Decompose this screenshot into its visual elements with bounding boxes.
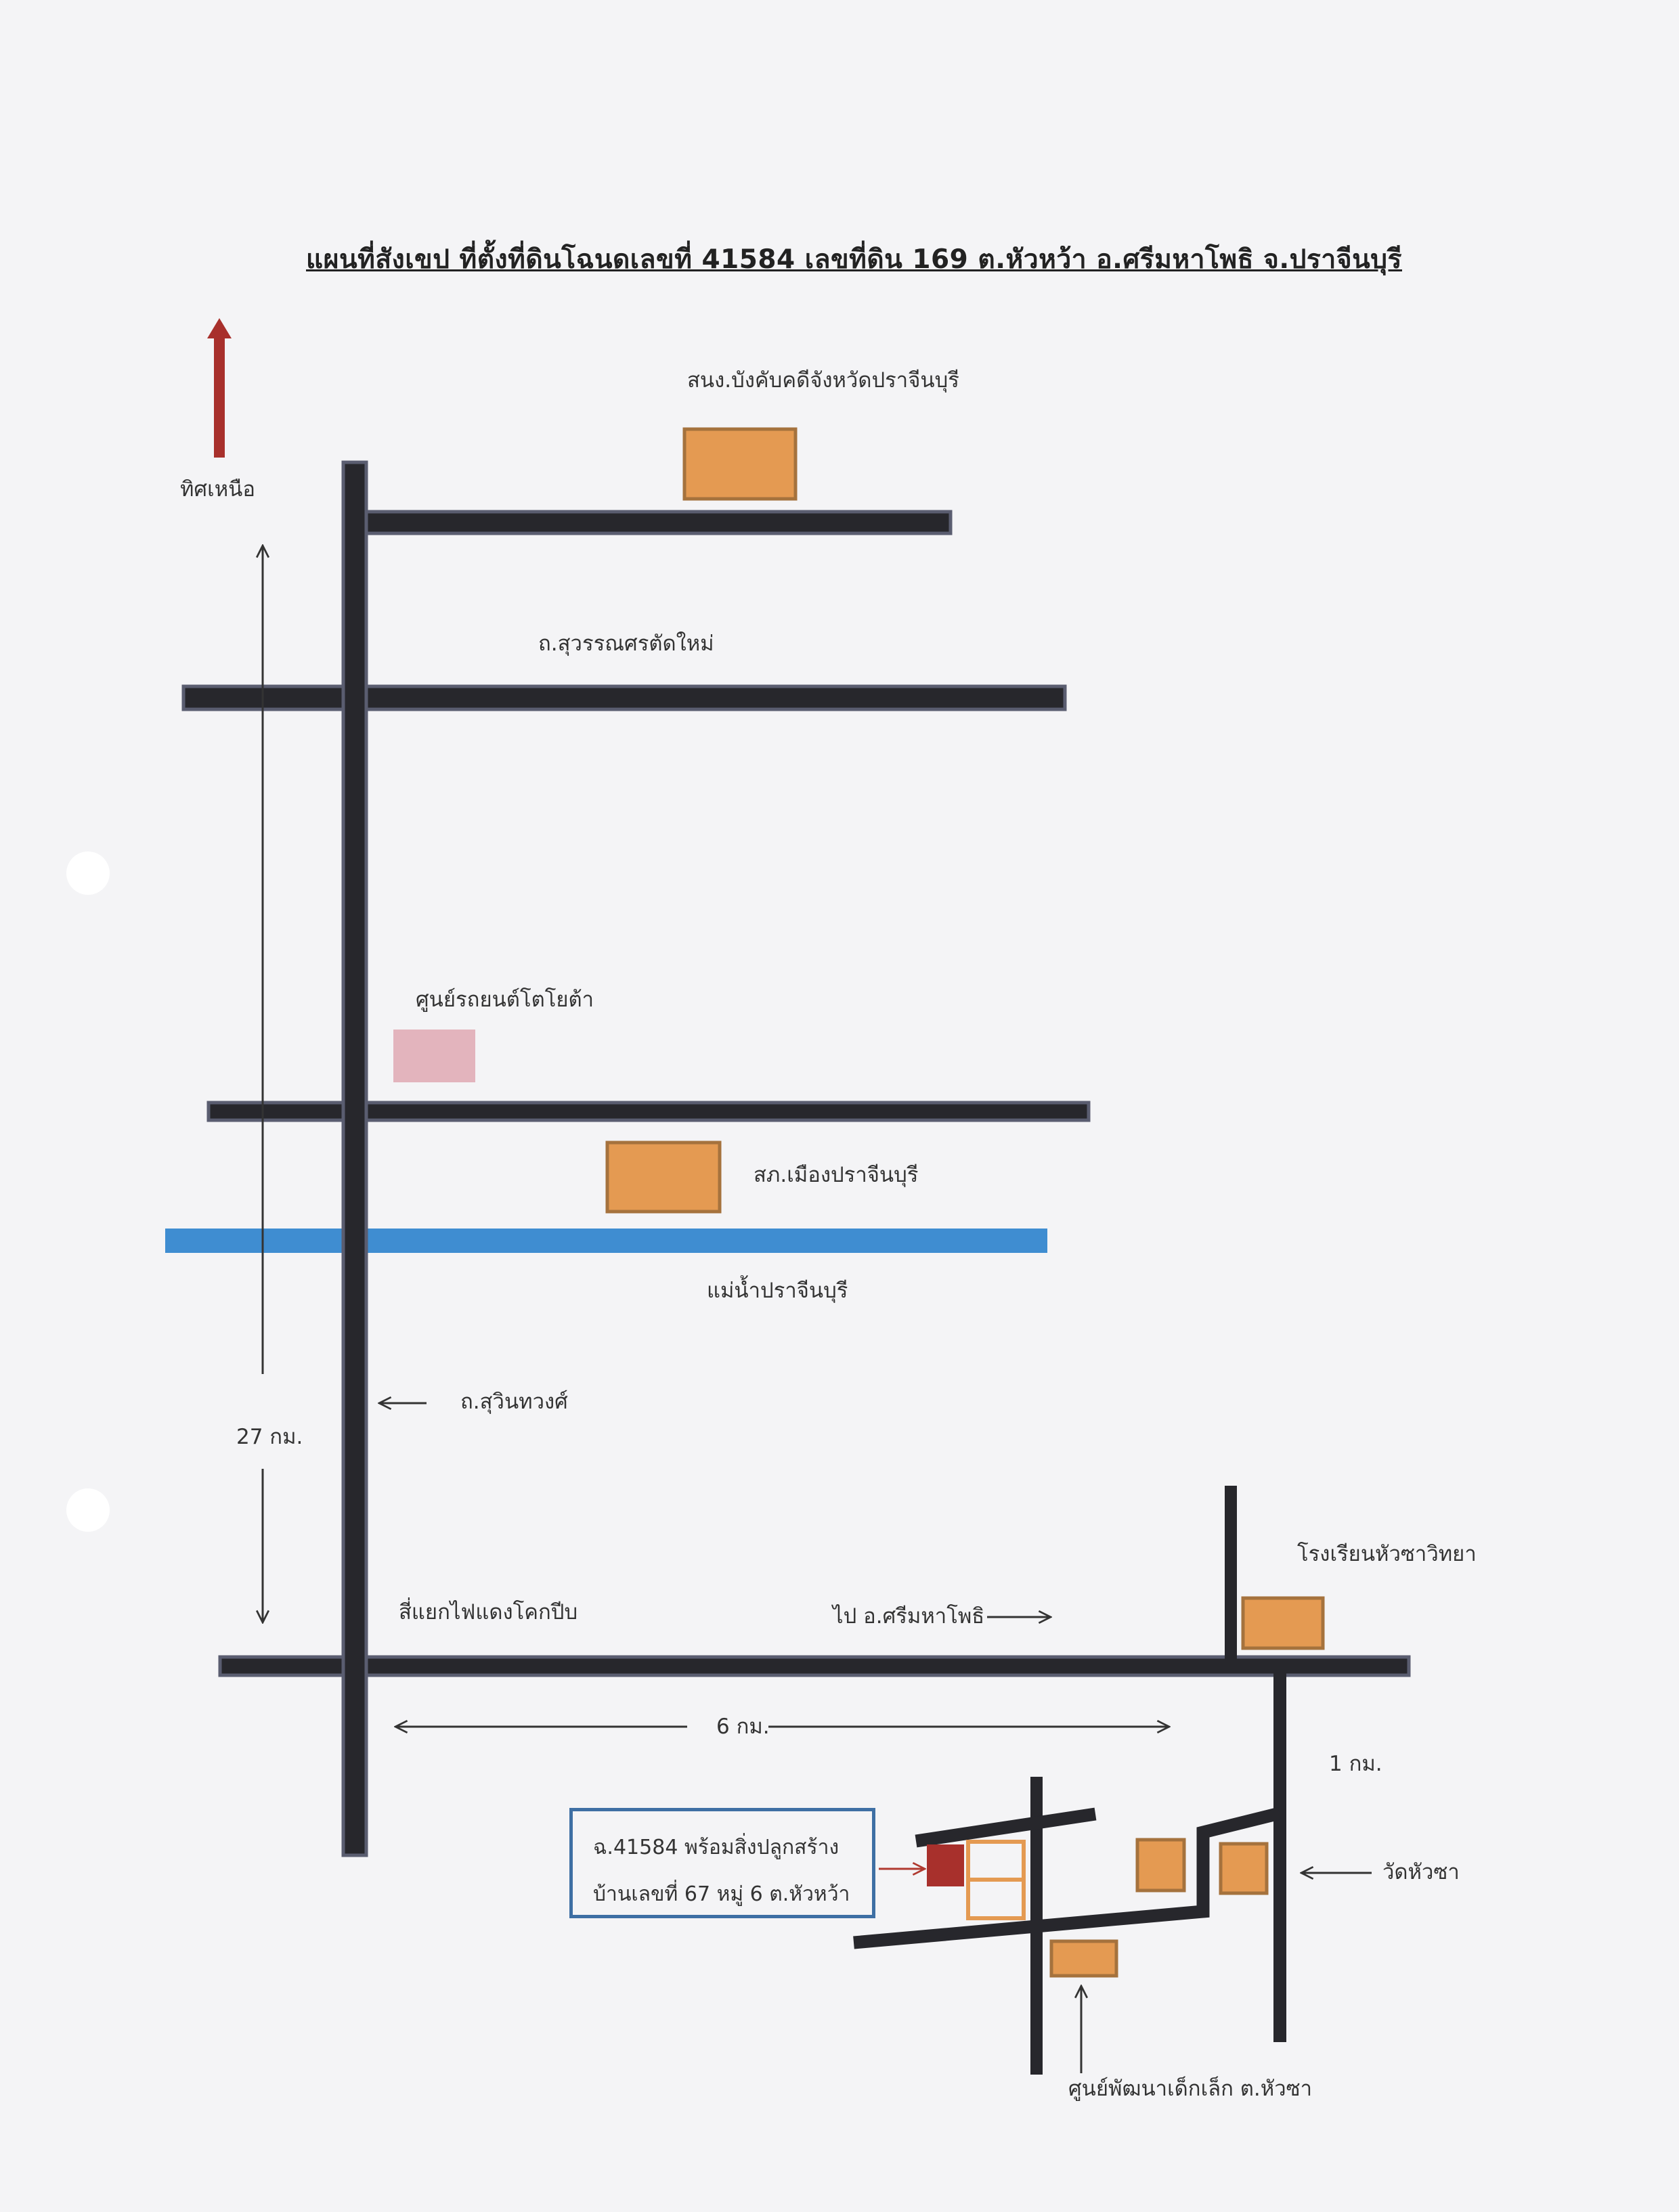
river <box>165 1229 1047 1253</box>
property-info-box: ฉ.41584 พร้อมสิ่งปลูกสร้าง บ้านเลขที่ 67… <box>569 1808 875 1918</box>
punch-hole <box>66 851 110 895</box>
road-suwannason-label: ถ.สุวรรณศรตัดใหม่ <box>538 632 714 656</box>
village-building <box>1135 1838 1186 1893</box>
road-kokpeep <box>218 1655 1411 1677</box>
temple-label: วัดหัวซา <box>1382 1860 1460 1884</box>
property-house <box>966 1840 1026 1920</box>
river-label: แม่น้ำปราจีนบุรี <box>707 1279 848 1303</box>
toyota-label: ศูนย์รถยนต์โตโยต้า <box>416 988 594 1012</box>
distance-vertical-label: 27 กม. <box>236 1425 303 1449</box>
road-suwinthawong-label: ถ.สุวินทวงศ์ <box>460 1390 568 1414</box>
property-line-1: ฉ.41584 พร้อมสิ่งปลูกสร้าง <box>593 1836 840 1859</box>
road-middle <box>206 1101 1091 1122</box>
road-temple <box>1273 1668 1286 2042</box>
school-building <box>1241 1596 1325 1650</box>
north-arrow-icon <box>207 318 232 458</box>
school-label: โรงเรียนหัวซาวิทยา <box>1297 1542 1477 1566</box>
road-school <box>1225 1486 1237 1668</box>
road-village-diagonal <box>915 1807 1097 1848</box>
punch-hole <box>66 1488 110 1532</box>
intersection-label: สี่แยกไฟแดงโคกปีบ <box>399 1600 578 1624</box>
road-village-bend <box>853 1807 1282 1949</box>
to-district-label: ไป อ.ศรีมหาโพธิ <box>833 1604 985 1629</box>
childcare-building <box>1049 1939 1118 1978</box>
police-label: สภ.เมืองปราจีนบุรี <box>754 1163 919 1187</box>
childcare-label: ศูนย์พัฒนาเด็กเล็ก ต.หัวซา <box>1068 2077 1313 2101</box>
property-plot <box>927 1844 964 1886</box>
toyota-building <box>393 1030 475 1082</box>
temple-building <box>1219 1842 1269 1895</box>
distance-horizontal-label: 6 กม. <box>716 1715 770 1739</box>
property-line-2: บ้านเลขที่ 67 หมู่ 6 ต.หัวหว้า <box>593 1882 850 1906</box>
distance-short-label: 1 กม. <box>1329 1752 1382 1776</box>
road-suwinthawong <box>341 460 368 1857</box>
court-building <box>682 427 798 501</box>
police-building <box>605 1141 722 1214</box>
north-label: ทิศเหนือ <box>180 477 255 502</box>
map-title: แผนที่สังเขป ที่ตั้งที่ดินโฉนดเลขที่ 415… <box>306 244 1402 275</box>
road-suwannason <box>181 684 1067 711</box>
court-label: สนง.บังคับคดีจังหวัดปราจีนบุรี <box>687 368 959 393</box>
road-court-branch <box>364 510 953 535</box>
